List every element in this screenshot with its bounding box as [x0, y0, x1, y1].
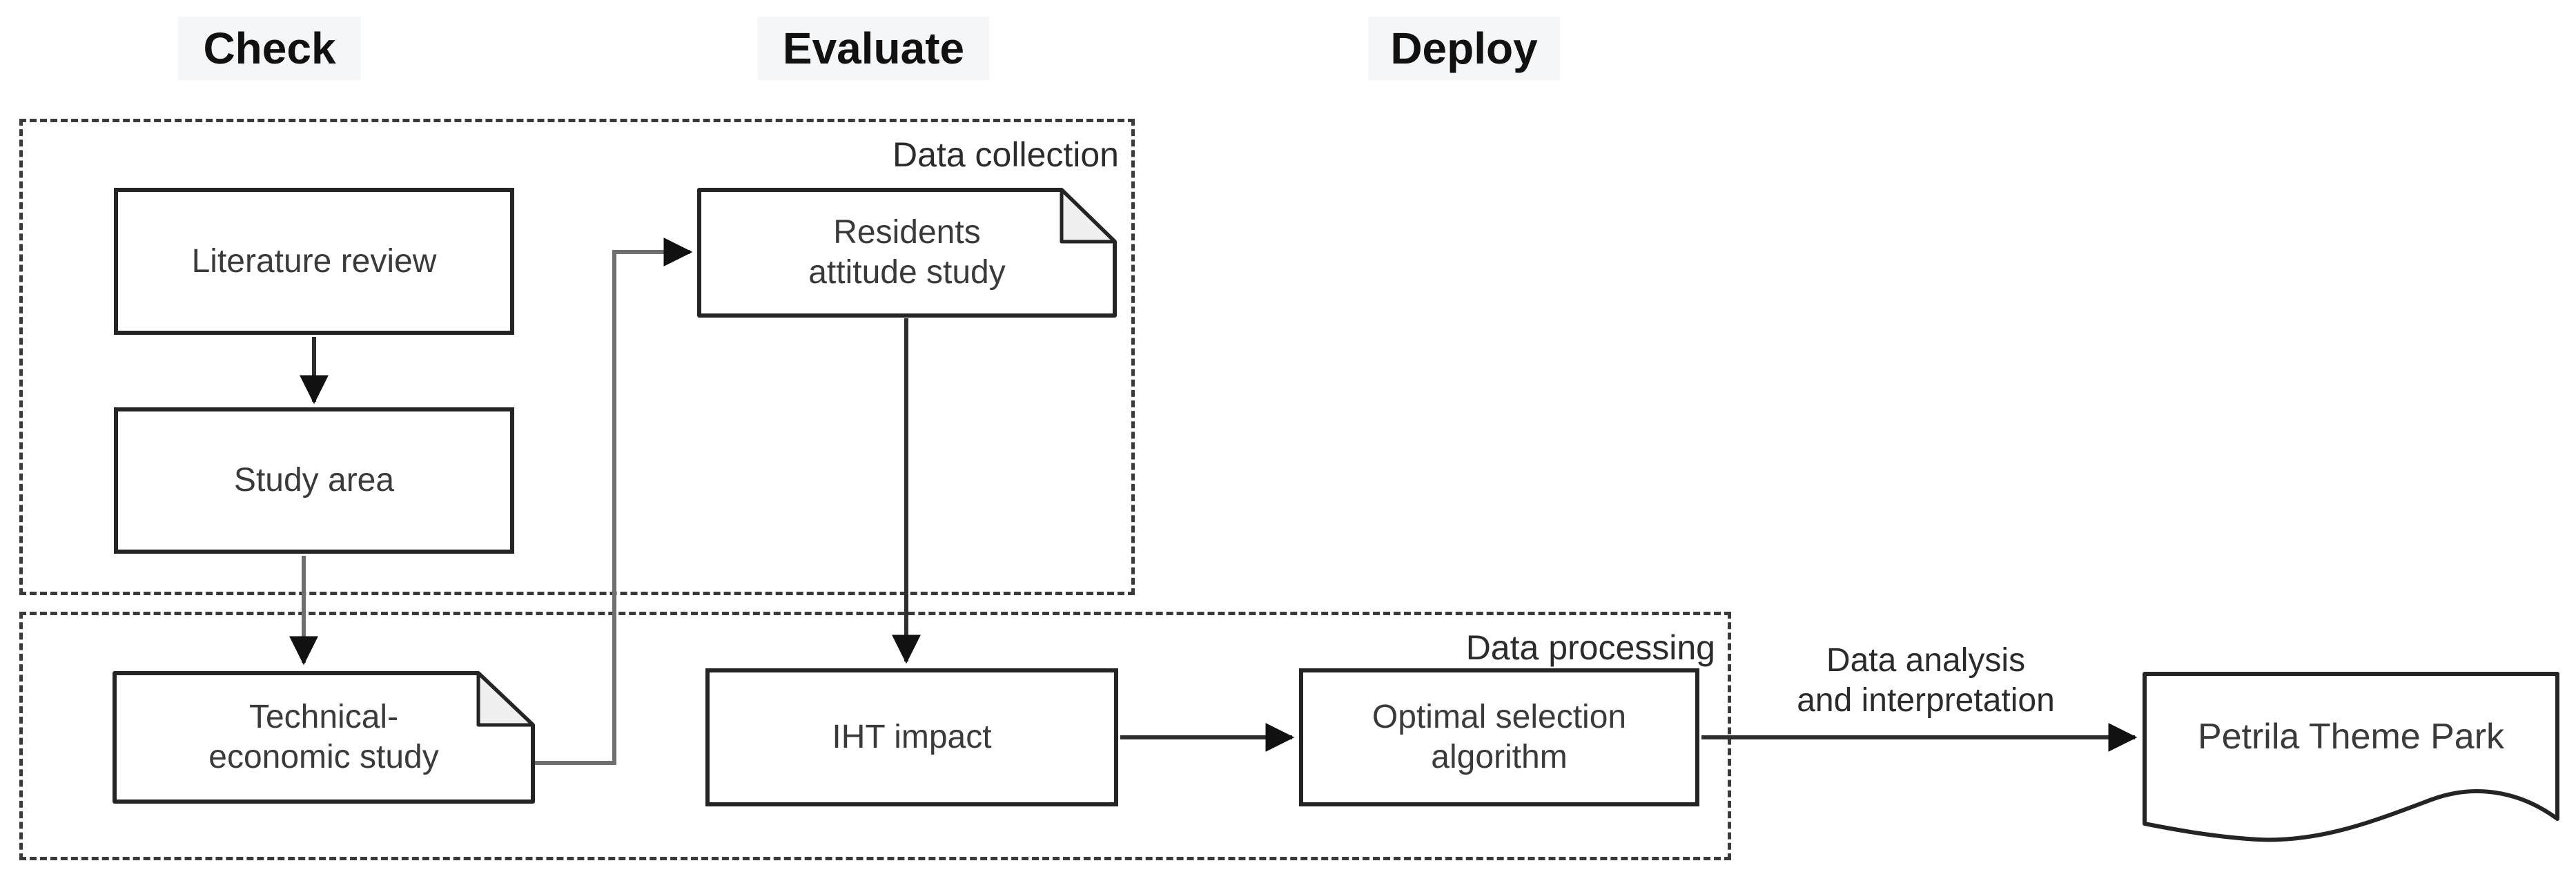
phase-header-deploy: Deploy	[1368, 17, 1560, 80]
node-optimal-selection-algorithm: Optimal selection algorithm	[1299, 668, 1699, 806]
node-label: Optimal selection	[1372, 699, 1627, 735]
node-label: IHT impact	[832, 719, 992, 755]
node-label: Literature review	[191, 242, 437, 280]
folded-corner-icon	[476, 671, 535, 727]
node-literature-review: Literature review	[114, 188, 514, 335]
edge-label-data-analysis: Data analysis and interpretation	[1733, 641, 2119, 721]
edge-label-line: and interpretation	[1797, 682, 2055, 719]
node-label: attitude study	[808, 254, 1006, 291]
group-label-data-processing: Data processing	[1465, 628, 1715, 667]
note-shape-svg	[113, 671, 535, 804]
node-residents-attitude-study: Residents attitude study	[697, 188, 1117, 318]
edge-label-line: Data analysis	[1826, 642, 2026, 679]
node-technical-economic-study: Technical- economic study	[113, 671, 535, 804]
phase-header-check: Check	[178, 17, 361, 80]
phase-header-evaluate: Evaluate	[758, 17, 989, 80]
node-iht-impact: IHT impact	[705, 668, 1118, 806]
node-label: Study area	[233, 462, 395, 498]
group-data-processing: Data processing	[19, 612, 1731, 860]
group-label-data-collection: Data collection	[892, 135, 1119, 174]
note-shape-svg	[697, 188, 1117, 318]
node-label: algorithm	[1431, 739, 1568, 775]
node-petrila-theme-park: Petrila Theme Park	[2142, 671, 2560, 844]
folded-corner-icon	[1060, 188, 1117, 244]
node-study-area: Study area	[114, 407, 514, 554]
node-label: Technical-	[248, 699, 399, 735]
document-shape-svg	[2143, 672, 2559, 842]
node-label: economic study	[208, 739, 439, 775]
node-label: Petrila Theme Park	[2197, 717, 2505, 757]
node-label: Residents	[833, 214, 981, 251]
